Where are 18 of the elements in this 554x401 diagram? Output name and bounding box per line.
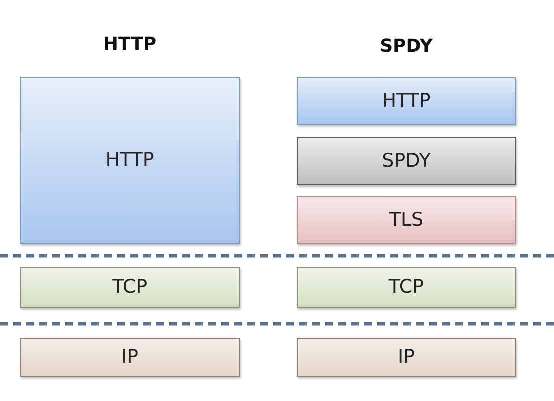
column-heading: SPDY [380, 36, 433, 57]
column-heading: HTTP [103, 34, 157, 55]
protocol-layer-box [297, 338, 516, 377]
layer-name: HTTP [106, 151, 154, 170]
layer-name: HTTP [382, 92, 431, 110]
layer-name: SPDY [382, 152, 431, 170]
layer-name: IP [121, 348, 139, 367]
protocol-layer-box [297, 137, 516, 185]
layer-name: IP [398, 348, 416, 367]
protocol-layer-box [20, 77, 240, 244]
layer-name: TCP [388, 278, 424, 297]
protocol-layer-box [297, 196, 516, 244]
layer-name: TCP [112, 278, 148, 297]
protocol-layer-box [297, 77, 516, 125]
protocol-layer-box [20, 267, 240, 308]
layer-name: TLS [389, 210, 424, 230]
protocol-layer-box [297, 267, 516, 308]
protocol-layer-box [20, 338, 240, 377]
